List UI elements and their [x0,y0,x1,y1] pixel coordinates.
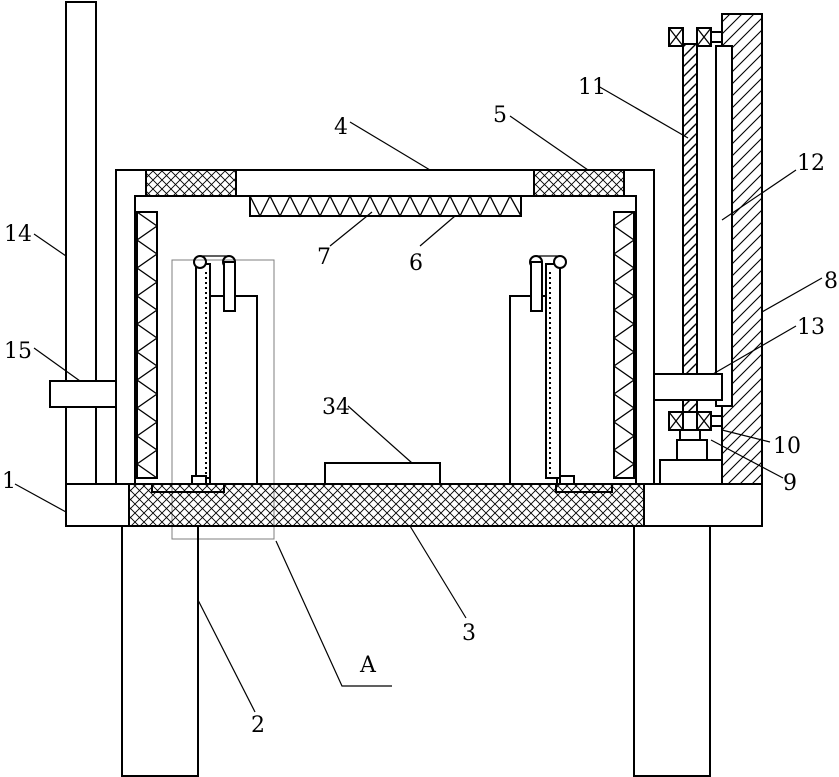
right-rail [546,264,560,478]
left-rail [196,264,210,478]
label-13: 13 [797,315,825,340]
label-a: A [359,653,377,678]
label-3: 3 [462,621,476,646]
left-slider [224,262,235,311]
left-foot [192,476,206,484]
label-11: 11 [578,75,606,100]
tray [325,463,440,484]
top-bearing-cap [711,32,722,42]
guide-bar [716,46,732,406]
motor-base [660,460,722,484]
left-guide-post [210,296,257,484]
left-leg [122,526,198,776]
label-12: 12 [797,151,825,176]
lid-insulation-right [534,170,624,196]
label-8: 8 [824,269,838,294]
right-pulley-right [554,256,566,268]
label-34: 34 [322,395,350,420]
bottom-bearing-cap [711,416,722,426]
label-4: 4 [334,115,348,140]
label-6: 6 [409,251,423,276]
right-slider [531,262,542,311]
label-7: 7 [317,245,331,270]
lid-insulation-left [146,170,236,196]
pole-clamp [50,381,116,407]
motor-upper [677,440,707,460]
label-5: 5 [493,103,507,128]
connecting-arm [654,374,722,400]
lead-screw [683,44,697,412]
label-9: 9 [783,471,797,496]
label-15: 15 [4,339,32,364]
vertical-pole [66,2,96,484]
label-14: 14 [4,222,32,247]
right-leg [634,526,710,776]
label-2: 2 [251,713,265,738]
left-pulley-left [194,256,206,268]
motor-coupling [680,430,700,440]
label-10: 10 [773,434,801,459]
right-foot [560,476,574,484]
label-1: 1 [2,469,16,494]
insulation-layer [129,484,644,526]
